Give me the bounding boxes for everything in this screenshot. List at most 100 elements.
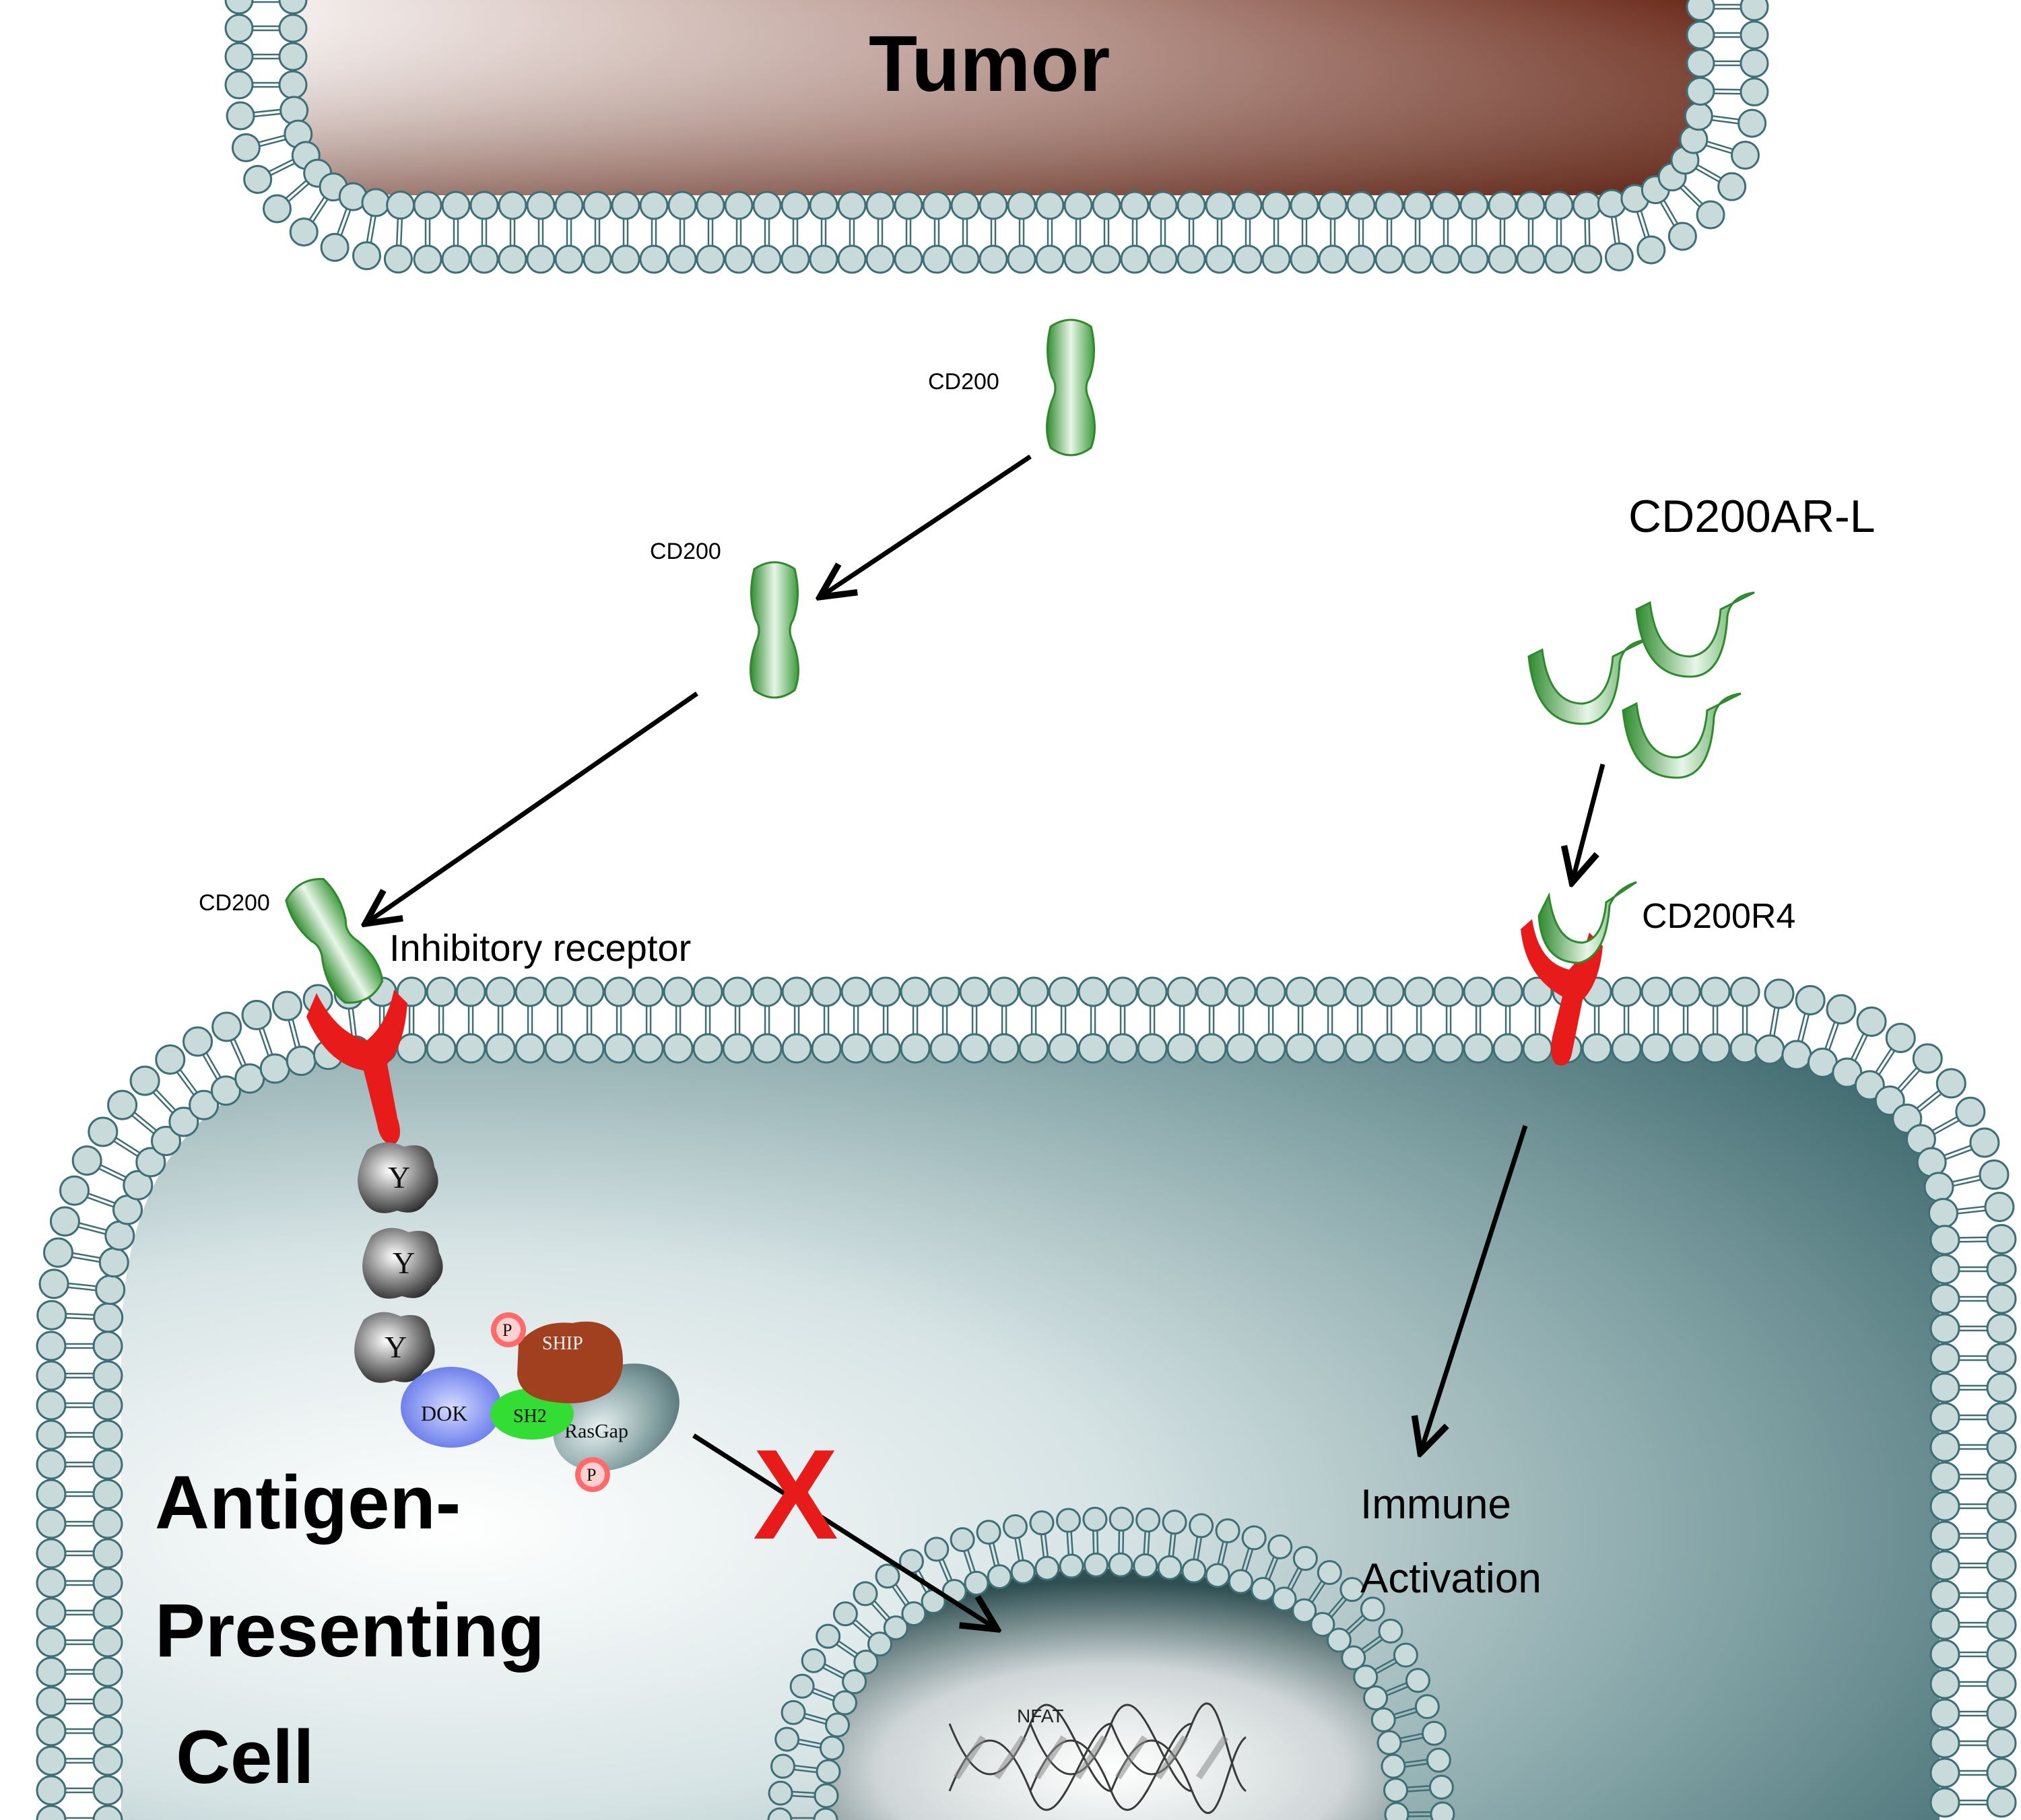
lipid-head: [1986, 1431, 2017, 1462]
lipid-head: [959, 1033, 990, 1064]
lipid-head: [1377, 1730, 1402, 1755]
lipid-tail: [1070, 1531, 1074, 1555]
lipid-head: [922, 191, 952, 220]
lipid-head: [1422, 1720, 1447, 1746]
lipid-head: [752, 1033, 783, 1064]
lipid-head: [1611, 1033, 1642, 1064]
lipid-tail: [803, 1716, 826, 1725]
lipid-head: [396, 976, 427, 1007]
lipid-tail: [871, 1603, 888, 1621]
lipid-tail: [1712, 115, 1740, 121]
lipid-head: [809, 244, 838, 274]
lipid-head: [210, 1075, 241, 1106]
cd200-mid-label: CD200: [650, 539, 721, 564]
lipid-tail: [113, 1140, 139, 1157]
lipid-head: [1670, 1033, 1701, 1064]
lipid-head: [774, 1726, 800, 1752]
lipid-tail: [288, 1019, 297, 1048]
lipid-head: [1929, 1343, 1960, 1374]
lipid-head: [92, 1656, 123, 1687]
lipid-head: [1986, 1580, 2017, 1611]
lipid-tail: [258, 135, 285, 143]
lipid-head: [1854, 1070, 1885, 1101]
phosphate-rasgap-label: P: [587, 1465, 596, 1485]
lipid-head: [1082, 1506, 1108, 1532]
lipid-head: [1108, 1552, 1133, 1578]
lipid-head: [1315, 1033, 1346, 1064]
lipid-head: [1360, 1596, 1385, 1622]
lipid-head: [515, 1033, 545, 1064]
immune-activation-line1: Immune: [1360, 1481, 1511, 1528]
lipid-head: [768, 1780, 793, 1806]
lipid-head: [36, 1330, 67, 1361]
lipid-tail: [1636, 211, 1647, 238]
lipid-head: [1233, 191, 1263, 220]
lipid-head: [441, 191, 471, 220]
lipid-tail: [399, 218, 403, 246]
lipid-tail: [312, 199, 329, 223]
lipid-tail: [1348, 1617, 1366, 1635]
lipid-tail: [1404, 1759, 1428, 1764]
lipid-head: [870, 1033, 901, 1064]
lipid-head: [36, 1508, 67, 1539]
lipid-head: [840, 1033, 871, 1064]
lipid-head: [36, 1716, 67, 1747]
lipid-head: [1740, 0, 1769, 22]
lipid-head: [92, 1360, 123, 1391]
arrow-immune-activation: [1421, 1124, 1528, 1451]
lipid-head: [1979, 1159, 2010, 1190]
lipid-head: [92, 1390, 123, 1421]
lipid-head: [92, 1330, 123, 1361]
lipid-head: [1764, 978, 1795, 1009]
lipid-tail: [259, 138, 286, 147]
lipid-head: [92, 1716, 123, 1747]
lipid-head: [819, 1735, 844, 1761]
inhibitory-receptor-label: Inhibitory receptor: [389, 926, 691, 969]
lipid-head: [789, 1673, 815, 1699]
lipid-head: [603, 976, 634, 1007]
lipid-head: [36, 1300, 67, 1330]
lipid-head: [1405, 1668, 1430, 1693]
lipid-head: [639, 244, 669, 274]
lipid-tail: [1824, 1021, 1836, 1049]
lipid-tail: [1900, 1069, 1921, 1092]
lipid-head: [811, 976, 842, 1007]
lipid-head: [1107, 976, 1138, 1007]
lipid-tail: [176, 1071, 195, 1096]
lipid-tail: [1018, 1537, 1024, 1561]
lipid-head: [929, 976, 960, 1007]
lipid-head: [469, 191, 499, 220]
agonist-bound-icon: [1537, 881, 1637, 964]
lipid-head: [515, 976, 545, 1007]
lipid-head: [1929, 1254, 1960, 1285]
lipid-head: [243, 164, 273, 194]
lipid-tail: [1385, 1682, 1407, 1693]
lipid-head: [485, 976, 516, 1007]
lipid-head: [455, 1033, 486, 1064]
lipid-head: [1885, 1023, 1916, 1054]
lipid-head: [1986, 1223, 2017, 1254]
lipid-tail: [1711, 119, 1739, 125]
lipid-head: [1092, 244, 1121, 274]
lipid-tail: [1405, 1763, 1428, 1768]
lipid-tail: [1361, 1635, 1381, 1650]
lipid-tail: [270, 162, 296, 176]
lipid-tail: [1221, 1542, 1228, 1565]
lipid-tail: [895, 1584, 910, 1604]
agonist-ligand-2-icon: [1635, 591, 1755, 678]
lipid-tail: [1376, 1661, 1397, 1675]
lipid-head: [1986, 1787, 2017, 1818]
lipid-tail: [1659, 201, 1675, 226]
lipid-tail: [1952, 1174, 1981, 1183]
lipid-head: [1233, 244, 1263, 274]
lipid-head: [426, 1033, 457, 1064]
lipid-tail: [793, 1768, 817, 1774]
lipid-head: [875, 1563, 900, 1589]
lipid-head: [1986, 1728, 2017, 1759]
lipid-head: [837, 244, 867, 274]
lipid-head: [894, 244, 923, 274]
lipid-head: [1929, 1639, 1960, 1670]
lipid-head: [1344, 976, 1375, 1007]
lipid-head: [883, 1615, 908, 1641]
lipid-head: [1670, 976, 1701, 1007]
